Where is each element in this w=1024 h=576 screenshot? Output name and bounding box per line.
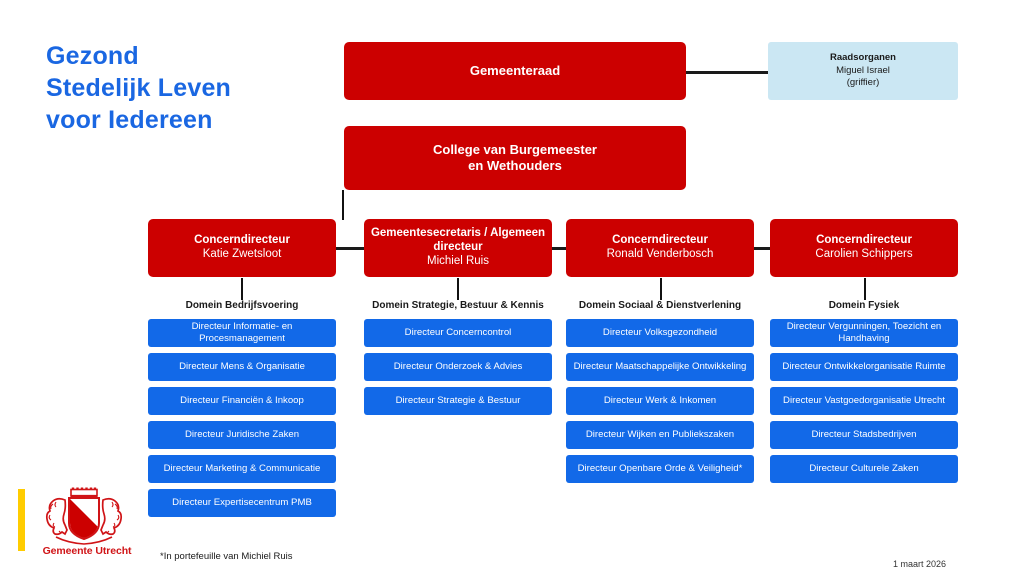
list-item-d4-1[interactable]: Directeur Vergunningen, Toezicht en Hand… xyxy=(770,319,958,347)
list-item-d1-1[interactable]: Directeur Informatie- en Procesmanagemen… xyxy=(148,319,336,347)
connector-director-2-to-3 xyxy=(548,247,570,250)
box-concerndirecteur-3-name: Ronald Venderbosch xyxy=(606,248,714,260)
utrecht-coat-of-arms-icon xyxy=(38,487,130,547)
box-raadsorganen-title: Raadsorganen xyxy=(830,52,896,64)
stem-domain-1 xyxy=(241,278,243,300)
list-item-d4-5[interactable]: Directeur Culturele Zaken xyxy=(770,455,958,483)
stem-domain-3 xyxy=(660,278,662,300)
stem-domain-2 xyxy=(457,278,459,300)
box-gemeentesecretaris-title-line-1: Gemeentesecretaris / Algemeen xyxy=(370,227,546,240)
box-college-title-line-1: College van Burgemeester xyxy=(432,142,597,158)
connector-college-to-secretary xyxy=(342,190,344,220)
list-item-d3-2[interactable]: Directeur Maatschappelijke Ontwikkeling xyxy=(566,353,754,381)
logo-accent-bar xyxy=(18,489,25,551)
connector-council-to-council-bodies xyxy=(684,71,770,74)
box-concerndirecteur-4[interactable]: Concerndirecteur Carolien Schippers xyxy=(770,219,958,277)
connector-director-3-to-4 xyxy=(752,247,774,250)
list-item-d1-3[interactable]: Directeur Financiën & Inkoop xyxy=(148,387,336,415)
list-item-d1-4[interactable]: Directeur Juridische Zaken xyxy=(148,421,336,449)
box-gemeentesecretaris-title-line-2: directeur xyxy=(433,241,483,254)
gemeente-utrecht-logo: Gemeente Utrecht xyxy=(18,487,148,565)
list-item-d4-2[interactable]: Directeur Ontwikkelorganisatie Ruimte xyxy=(770,353,958,381)
connector-director-1-to-2 xyxy=(320,247,365,250)
box-concerndirecteur-1-title: Concerndirecteur xyxy=(194,234,290,247)
box-concerndirecteur-4-name: Carolien Schippers xyxy=(815,248,913,260)
list-item-d4-4[interactable]: Directeur Stadsbedrijven xyxy=(770,421,958,449)
list-item-d1-6[interactable]: Directeur Expertisecentrum PMB xyxy=(148,489,336,517)
box-college-title-line-2: en Wethouders xyxy=(468,158,562,173)
box-gemeentesecretaris-name: Michiel Ruis xyxy=(427,254,489,267)
page-title: Gezond Stedelijk Leven voor Iedereen xyxy=(46,40,346,136)
box-concerndirecteur-3[interactable]: Concerndirecteur Ronald Venderbosch xyxy=(566,219,754,277)
footer-date: 1 maart 2026 xyxy=(893,559,947,569)
domain-label-4: Domein Fysiek xyxy=(828,300,900,311)
list-item-d3-4[interactable]: Directeur Wijken en Publiekszaken xyxy=(566,421,754,449)
list-item-d3-1[interactable]: Directeur Volksgezondheid xyxy=(566,319,754,347)
page-title-line-1: Gezond xyxy=(46,42,139,70)
box-concerndirecteur-3-title: Concerndirecteur xyxy=(612,234,708,247)
box-concerndirecteur-1[interactable]: Concerndirecteur Katie Zwetsloot xyxy=(148,219,336,277)
list-item-d1-5[interactable]: Directeur Marketing & Communicatie xyxy=(148,455,336,483)
stem-domain-4 xyxy=(864,278,866,300)
footnote: *In portefeuille van Michiel Ruis xyxy=(160,551,293,562)
logo-wordmark: Gemeente Utrecht xyxy=(42,545,132,557)
box-gemeentesecretaris[interactable]: Gemeentesecretaris / Algemeen directeur … xyxy=(364,219,552,277)
list-item-d2-2[interactable]: Directeur Onderzoek & Advies xyxy=(364,353,552,381)
page-title-line-3: voor Iedereen xyxy=(46,106,213,134)
page-title-line-2: Stedelijk Leven xyxy=(46,74,232,102)
list-item-d2-3[interactable]: Directeur Strategie & Bestuur xyxy=(364,387,552,415)
domain-label-1: Domein Bedrijfsvoering xyxy=(185,300,299,311)
box-gemeenteraad[interactable]: Gemeenteraad xyxy=(344,42,686,100)
domain-label-3: Domein Sociaal & Dienstverlening xyxy=(578,300,742,311)
box-concerndirecteur-1-name: Katie Zwetsloot xyxy=(202,248,282,260)
list-item-d3-3[interactable]: Directeur Werk & Inkomen xyxy=(566,387,754,415)
box-concerndirecteur-4-title: Concerndirecteur xyxy=(816,234,912,247)
domain-label-2: Domein Strategie, Bestuur & Kennis xyxy=(372,300,544,311)
list-item-d3-5[interactable]: Directeur Openbare Orde & Veiligheid* xyxy=(566,455,754,483)
list-item-d2-1[interactable]: Directeur Concerncontrol xyxy=(364,319,552,347)
list-item-d4-3[interactable]: Directeur Vastgoedorganisatie Utrecht xyxy=(770,387,958,415)
box-gemeenteraad-title: Gemeenteraad xyxy=(469,63,561,79)
box-college-van-bw[interactable]: College van Burgemeester en Wethouders xyxy=(344,126,686,190)
box-raadsorganen[interactable]: Raadsorganen Miguel Israel (griffier) xyxy=(768,42,958,100)
list-item-d1-2[interactable]: Directeur Mens & Organisatie xyxy=(148,353,336,381)
box-raadsorganen-person: Miguel Israel xyxy=(836,64,890,76)
box-raadsorganen-role: (griffier) xyxy=(846,77,880,89)
